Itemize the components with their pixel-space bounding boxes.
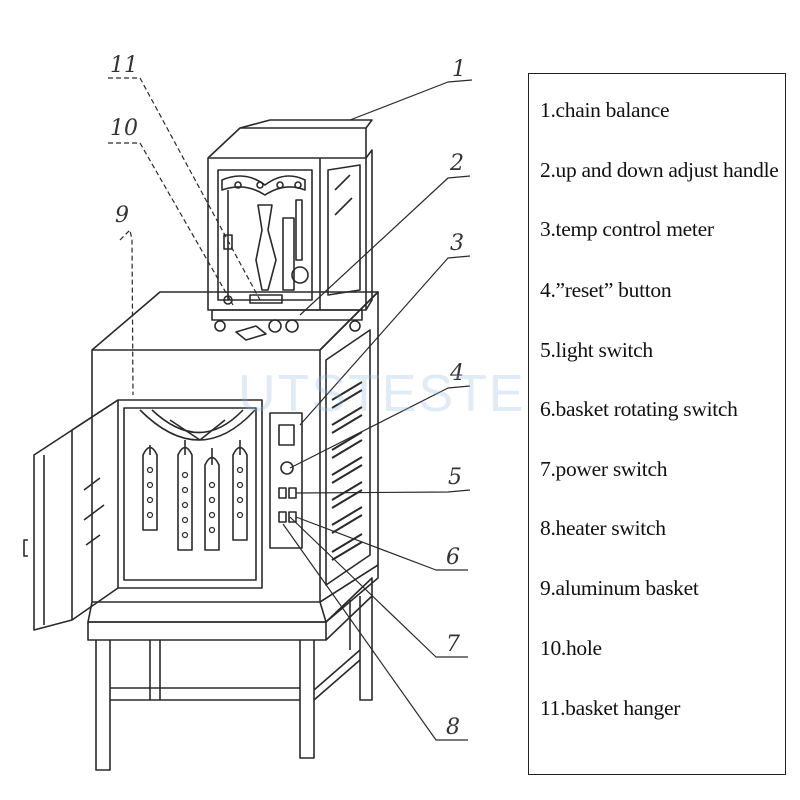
callout-6: 6 <box>446 545 460 570</box>
leader-lines <box>108 77 473 741</box>
oven-door <box>23 399 119 631</box>
legend-item-8: 8.heater switch <box>540 516 666 540</box>
stand <box>87 577 373 771</box>
callout-11: 11 <box>110 53 138 78</box>
legend-item-4: 4.”reset” button <box>540 278 672 302</box>
callout-4: 4 <box>449 361 464 386</box>
legend-box: 1.chain balance 2.up and down adjust han… <box>528 73 786 775</box>
legend-item-11: 11.basket hanger <box>540 696 681 720</box>
aluminum-baskets <box>139 409 256 551</box>
callout-8: 8 <box>446 715 460 740</box>
legend-item-5: 5.light switch <box>540 338 653 362</box>
callout-numbers: 1 2 3 4 5 6 7 8 9 10 11 <box>110 53 466 740</box>
callout-1: 1 <box>452 57 466 82</box>
legend-item-7: 7.power switch <box>540 457 668 481</box>
oven-body <box>87 291 379 623</box>
callout-2: 2 <box>449 151 464 176</box>
callout-3: 3 <box>450 231 464 256</box>
callout-7: 7 <box>446 632 460 657</box>
legend-item-2: 2.up and down adjust handle <box>540 158 779 182</box>
legend-item-9: 9.aluminum basket <box>540 576 699 600</box>
chain-balance <box>207 119 373 341</box>
callout-5: 5 <box>448 465 462 490</box>
legend-item-6: 6.basket rotating switch <box>540 397 738 421</box>
legend-item-1: 1.chain balance <box>540 98 670 122</box>
callout-10: 10 <box>110 116 138 141</box>
legend-item-10: 10.hole <box>540 636 602 660</box>
callout-9: 9 <box>115 203 129 228</box>
legend-item-3: 3.temp control meter <box>540 217 714 241</box>
